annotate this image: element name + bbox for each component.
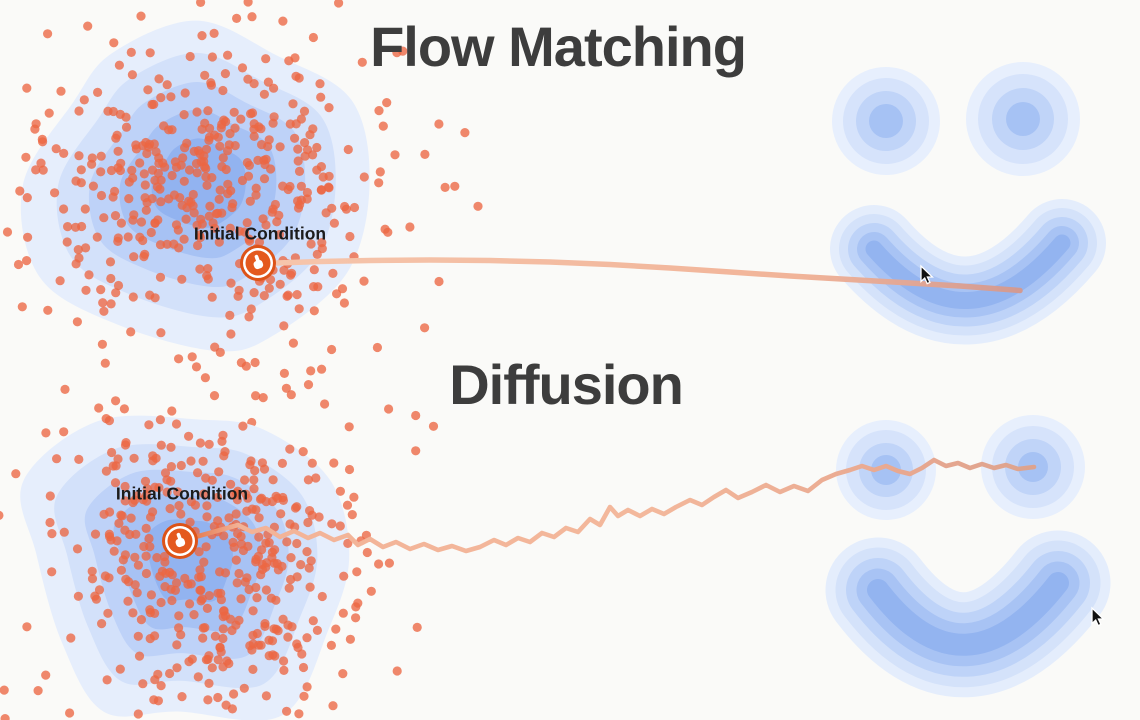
diffusion-title: Diffusion	[449, 353, 684, 416]
target-distribution-smile	[830, 199, 1106, 345]
hand-pointer-icon	[175, 532, 186, 548]
sample-points	[0, 304, 439, 720]
initial-condition-marker[interactable]	[240, 245, 276, 281]
panel-flow-matching	[2, 0, 1106, 472]
initial-condition-label-flow: Initial Condition	[193, 223, 327, 244]
source-distribution-contours	[20, 20, 370, 352]
hand-pointer-icon	[253, 254, 264, 270]
initial-condition-label-diffusion: Initial Condition	[115, 483, 249, 504]
trajectory-path	[178, 457, 1037, 554]
mouse-cursor[interactable]	[920, 264, 935, 285]
target-distribution-eye	[966, 62, 1080, 176]
flow-matching-title: Flow Matching	[370, 15, 747, 78]
sample-points	[2, 0, 483, 472]
initial-condition-marker[interactable]	[162, 523, 198, 559]
mouse-cursor[interactable]	[1091, 606, 1106, 627]
panel-diffusion	[0, 304, 1111, 720]
target-distribution-eye	[836, 420, 936, 520]
target-distribution-smile	[825, 530, 1111, 698]
target-distribution-eye	[832, 67, 940, 175]
trajectory-path	[274, 257, 1023, 294]
